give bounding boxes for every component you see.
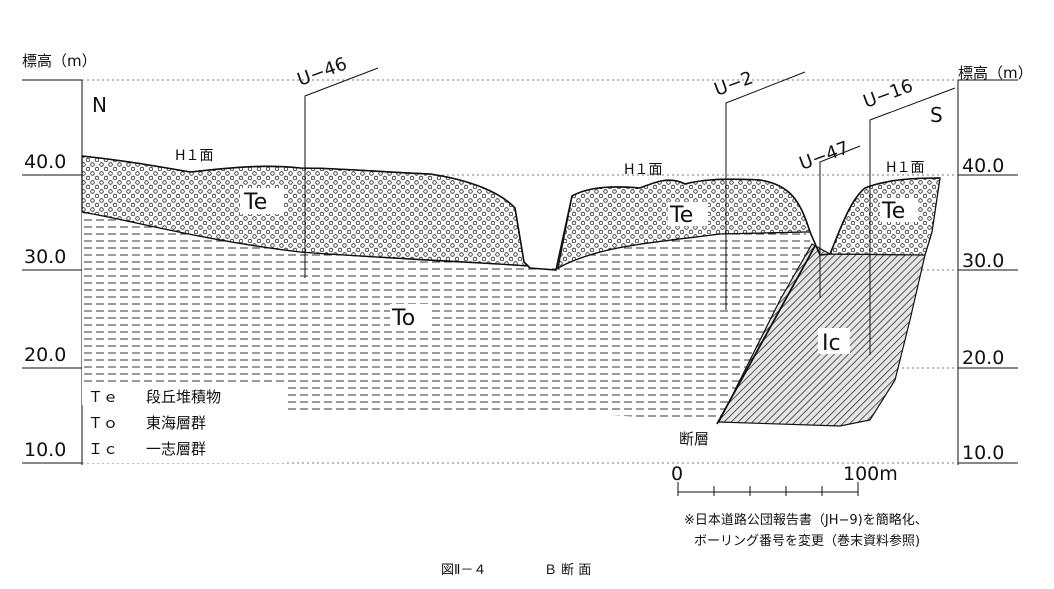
figure-number: 図Ⅱ－４ — [441, 563, 486, 578]
scale-end-label: 100m — [843, 463, 898, 485]
legend: Ｔｅ 段丘堆積物 Ｔｏ 東海層群 Ｉｃ 一志層群 — [84, 383, 284, 463]
svg-text:Te: Te — [243, 190, 267, 215]
surface-label-h1-left: H１面 — [175, 148, 214, 164]
tick-right-30: 30.0 — [962, 250, 1004, 272]
svg-text:Te: Te — [669, 203, 693, 228]
legend-name-to: 東海層群 — [146, 414, 206, 432]
ground-surface — [81, 155, 941, 271]
elevation-label-left: 標高（m） — [22, 52, 97, 70]
tick-right-10: 10.0 — [962, 442, 1004, 464]
unit-label-te-1: Te — [240, 188, 284, 215]
tick-left-30: 30.0 — [24, 246, 66, 268]
scale-bar: 0 100m — [671, 463, 898, 496]
svg-text:To: To — [391, 306, 415, 331]
legend-code-te: Ｔｅ — [88, 388, 118, 406]
fault-label: 断層 — [679, 430, 709, 448]
tick-right-40: 40.0 — [962, 155, 1004, 177]
tick-left-20: 20.0 — [24, 344, 66, 366]
unit-label-ic: Ic — [818, 328, 850, 356]
note-line-1: ※日本道路公団報告書（JH−9)を簡略化、 — [684, 512, 928, 528]
elevation-label-right: 標高（m） — [958, 64, 1033, 82]
tick-right-20: 20.0 — [962, 347, 1004, 369]
unit-label-te-3: Te — [880, 198, 918, 224]
legend-name-te: 段丘堆積物 — [146, 388, 221, 406]
borehole-label-u16: U−16 — [861, 75, 916, 112]
elevation-frame-right — [957, 79, 1018, 465]
borehole-label-u46: U−46 — [295, 53, 350, 90]
tick-left-40: 40.0 — [24, 151, 66, 173]
surface-label-h1-middle: H１面 — [624, 162, 663, 178]
surface-label-h1-right: H１面 — [886, 160, 925, 176]
legend-code-ic: Ｉｃ — [88, 440, 118, 458]
legend-code-to: Ｔｏ — [88, 414, 118, 432]
tick-left-10: 10.0 — [24, 439, 66, 461]
direction-south: S — [930, 103, 943, 127]
svg-text:Ic: Ic — [822, 331, 841, 356]
borehole-label-u47: U−47 — [797, 137, 852, 174]
unit-label-to: To — [390, 304, 430, 331]
tokai-group-unit — [82, 212, 812, 420]
legend-name-ic: 一志層群 — [146, 440, 206, 458]
scale-start-label: 0 — [671, 463, 683, 485]
elevation-frame-left — [22, 79, 83, 465]
borehole-label-u2: U−2 — [712, 67, 757, 100]
unit-label-te-2: Te — [668, 202, 708, 228]
fault-line — [716, 245, 816, 425]
figure-title: Ｂ 断 面 — [544, 563, 591, 578]
svg-text:Te: Te — [881, 199, 905, 224]
direction-north: N — [92, 93, 107, 117]
note-line-2: ボーリング番号を変更（巻末資料参照) — [694, 533, 920, 549]
